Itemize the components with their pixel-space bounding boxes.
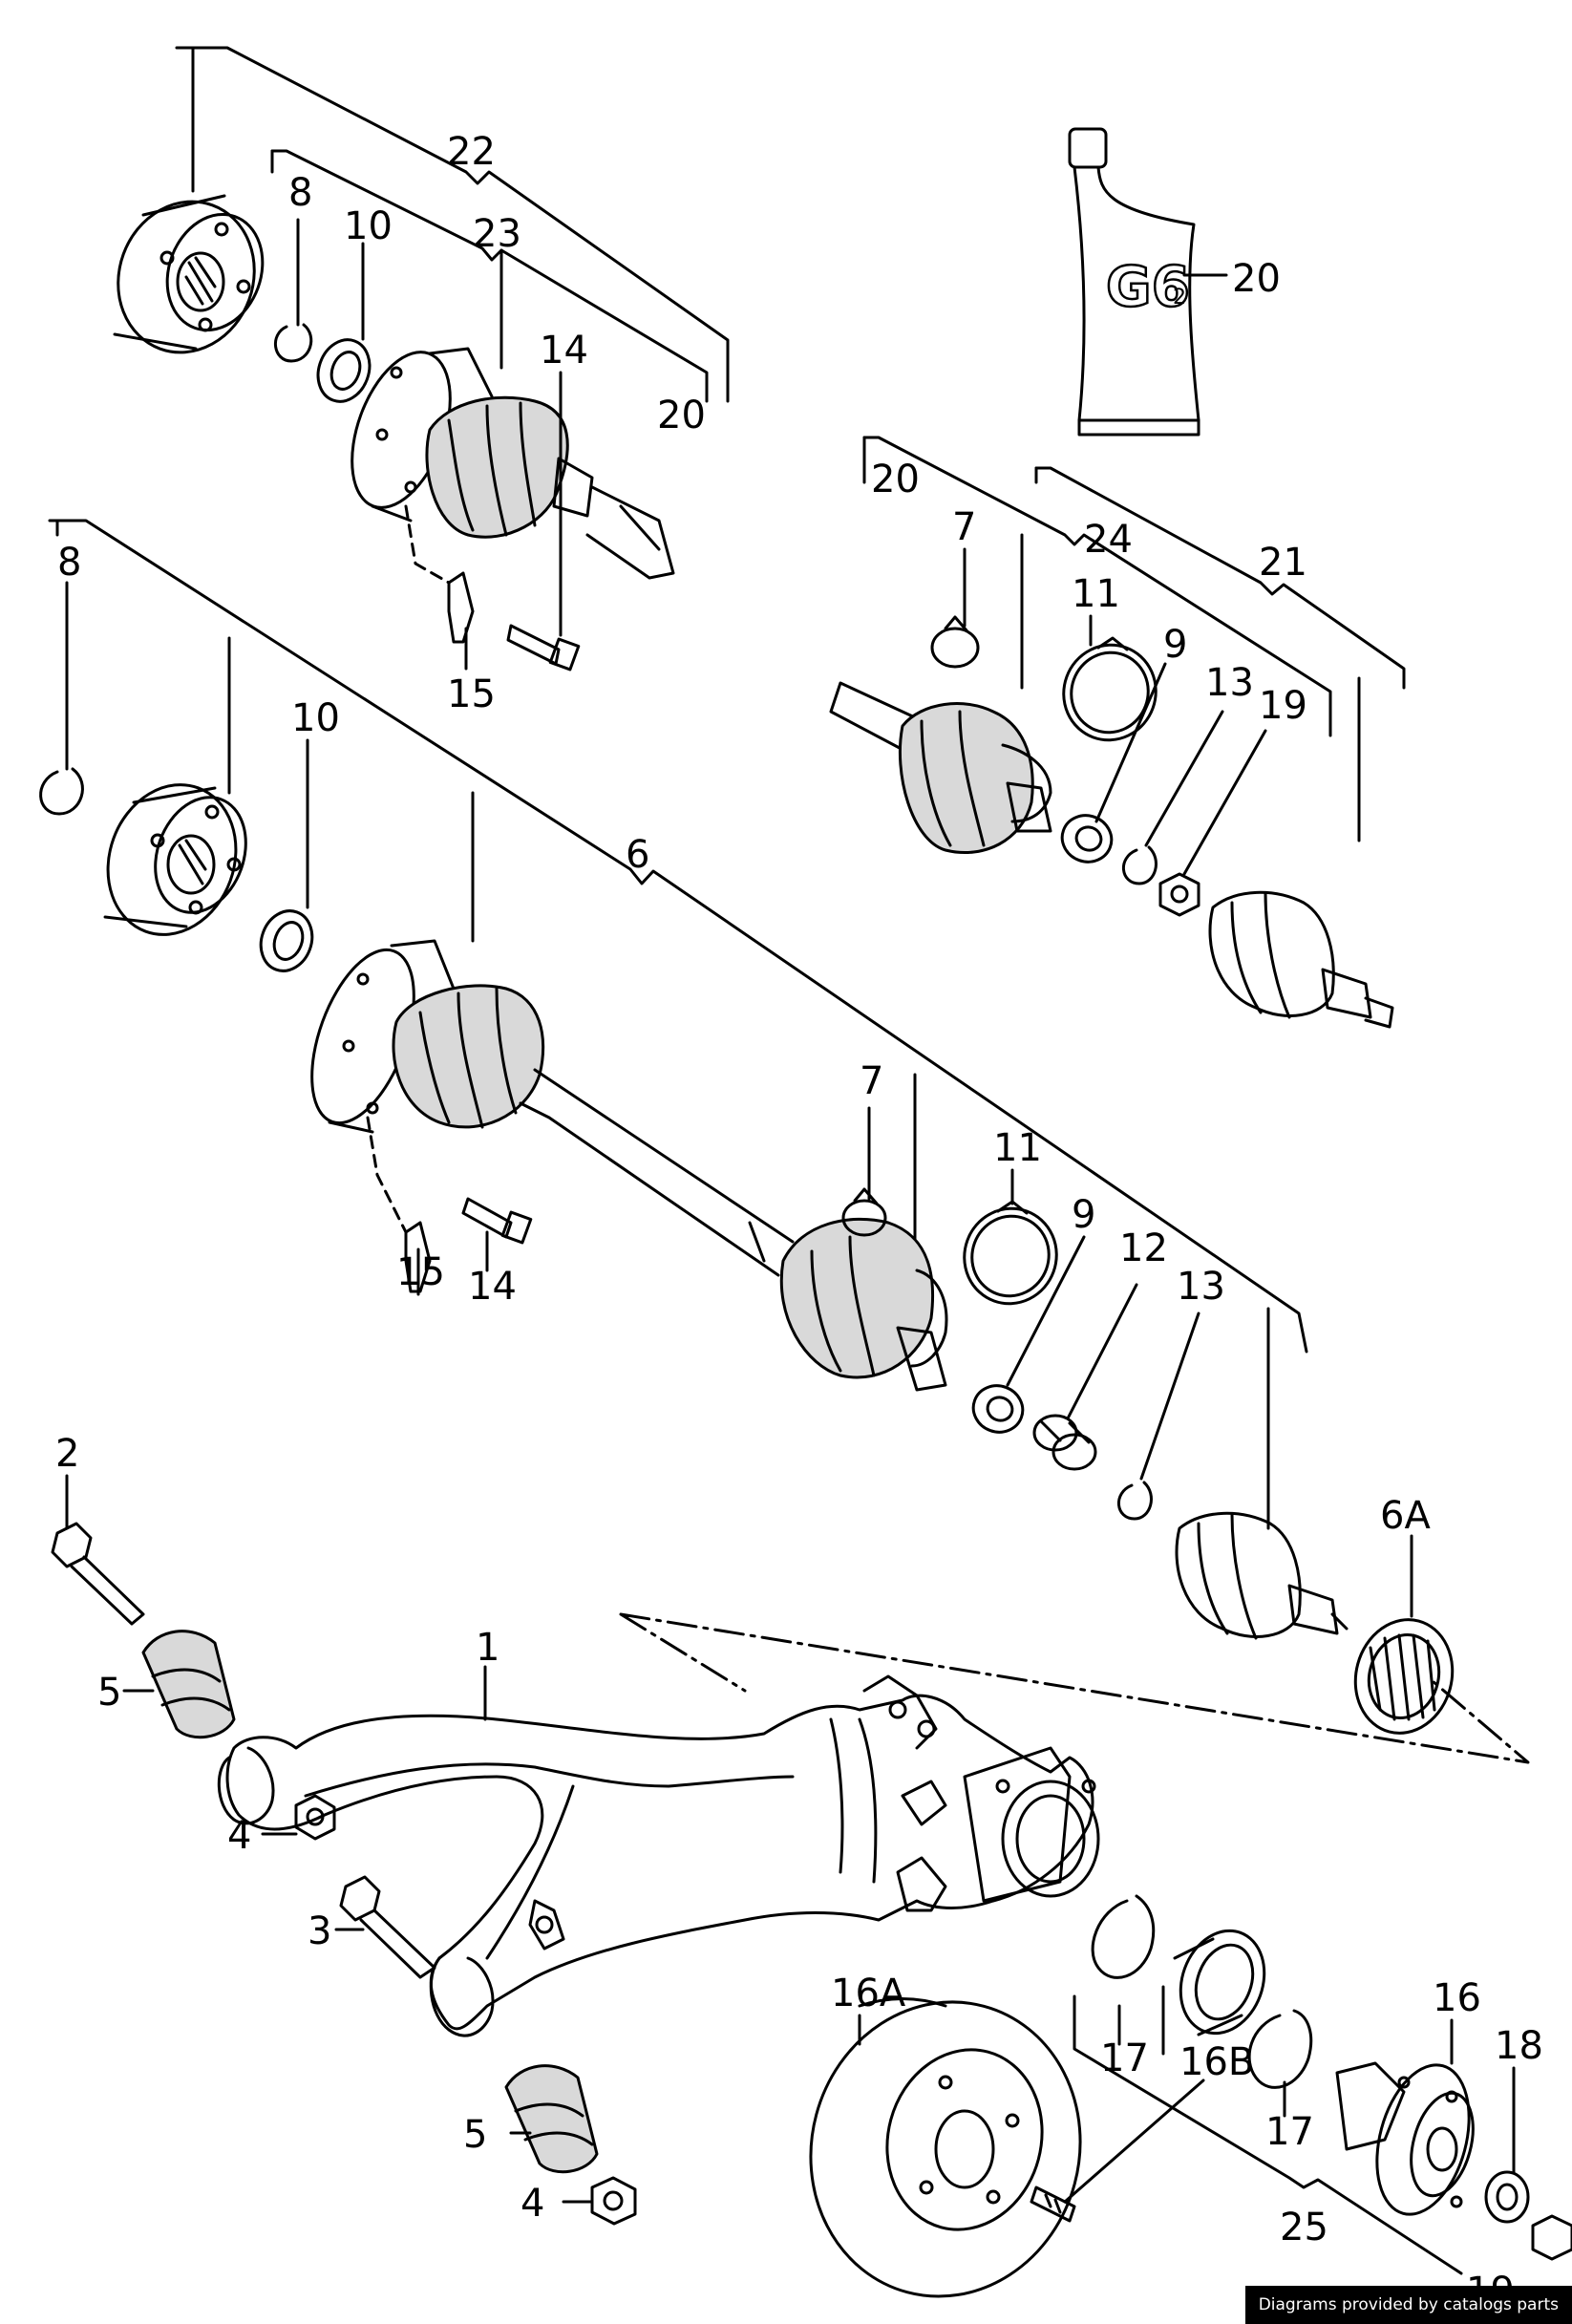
bracket-6b [55,519,1308,1354]
bushing-5-top [141,1630,236,1739]
bracket-6 [48,519,59,537]
callout-12: 12 [1119,1226,1168,1270]
tube-label: G6 [1106,254,1190,319]
cv-joint-outer-top [113,194,265,354]
brake-disc-16a [809,1997,1082,2298]
callout-4-bot: 4 [520,2182,544,2226]
callout-6: 6 [626,833,649,877]
grease-tube-g6 [1068,127,1200,437]
bearing [1173,1929,1266,2036]
callout-21: 21 [1259,541,1307,585]
callout-16a: 16A [831,1972,906,2015]
callout-20-top: 20 [657,394,706,437]
washer-9-right [1060,814,1114,864]
circlip-17-left [1091,1894,1156,1979]
callout-25: 25 [1280,2206,1328,2249]
driveshaft-top [351,347,675,580]
washer-10-mid [259,909,314,972]
callout-1: 1 [476,1626,499,1670]
callout-13-mid: 13 [1177,1265,1225,1309]
callout-13-right: 13 [1205,661,1254,705]
callout-7-right: 7 [952,505,976,549]
nut-19-bot [1531,2214,1572,2261]
bracket-21 [1034,466,1406,690]
circlip-8-top [273,323,313,363]
callout-15-top: 15 [447,672,496,716]
arc-dashdot [619,1612,1530,1764]
cv-joint-outer-mid [103,783,247,936]
driveshaft-main [310,939,948,1392]
callout-10-mid: 10 [291,696,340,740]
plate-15-top [447,571,475,644]
cv-boot-right [1208,890,1394,1029]
flange-hub-arm [963,1746,1100,1903]
callout-16: 16 [1433,1976,1481,2020]
nut-4-bot [590,2176,637,2226]
cv-boot-mid [1175,1511,1349,1640]
callout-14-top: 14 [540,329,588,373]
bracket-25 [1073,1994,1463,2275]
clamp-7-mid [841,1187,887,1237]
callout-17-left: 17 [1100,2036,1149,2080]
callout-4-top: 4 [227,1814,251,1858]
callout-11-mid: 11 [993,1126,1042,1170]
tube-sub: 2 [1173,286,1186,309]
callout-3: 3 [308,1909,331,1953]
callout-17-right: 17 [1265,2110,1314,2154]
trailing-arm [217,1674,1094,2037]
callout-20-tube: 20 [1232,257,1281,301]
callout-8-mid: 8 [57,541,81,585]
abs-ring-6a [1353,1618,1455,1735]
circlip-13-mid [1116,1481,1153,1521]
bolt-3 [339,1875,436,1979]
screw-16b [1030,2185,1076,2223]
callout-14-mid: 14 [468,1265,517,1309]
bushing-5-bot [504,2064,599,2174]
callout-19-right: 19 [1259,684,1307,728]
callout-20-right: 20 [871,458,920,501]
callout-5-top: 5 [97,1671,121,1715]
bolt-2 [51,1522,145,1626]
callout-8-top: 8 [288,171,312,215]
callout-15-mid: 15 [396,1250,445,1294]
bracket-20-right-b [862,436,1332,737]
sleeve-12 [1032,1414,1097,1471]
bracket-23b [270,149,709,403]
callout-9-mid: 9 [1072,1193,1095,1237]
clamp-7-right [930,615,980,669]
callout-18: 18 [1495,2024,1543,2068]
bolt-14-top [506,624,581,672]
callout-9-right: 9 [1163,623,1187,667]
callout-7-mid: 7 [860,1059,883,1103]
callout-23: 23 [473,212,521,256]
callout-22: 22 [447,130,496,174]
callout-6a: 6A [1380,1494,1431,1538]
callout-5-bot: 5 [463,2113,487,2157]
circlip-17-right [1247,2009,1313,2089]
callout-2: 2 [55,1432,79,1476]
circlip-8-mid [39,767,84,816]
nut-4-top [294,1794,336,1841]
nut-19-right [1158,872,1200,917]
circlip-13-right [1121,845,1158,885]
washer-18 [1484,2170,1530,2224]
bracket-22 [175,46,195,193]
washer-10-top [316,338,372,403]
bolt-14-mid [461,1197,533,1245]
callout-11-right: 11 [1072,572,1120,616]
plate-15-mid [404,1221,432,1293]
hub-16 [1335,2061,1475,2216]
callout-10-top: 10 [344,204,393,248]
bracket-22b [191,46,730,403]
callout-24: 24 [1084,518,1133,562]
washer-9-mid [971,1384,1025,1434]
joint-right [829,681,1052,855]
callout-16b: 16B [1179,2040,1254,2084]
credit-footer: Diagrams provided by catalogs parts [1244,2286,1572,2324]
